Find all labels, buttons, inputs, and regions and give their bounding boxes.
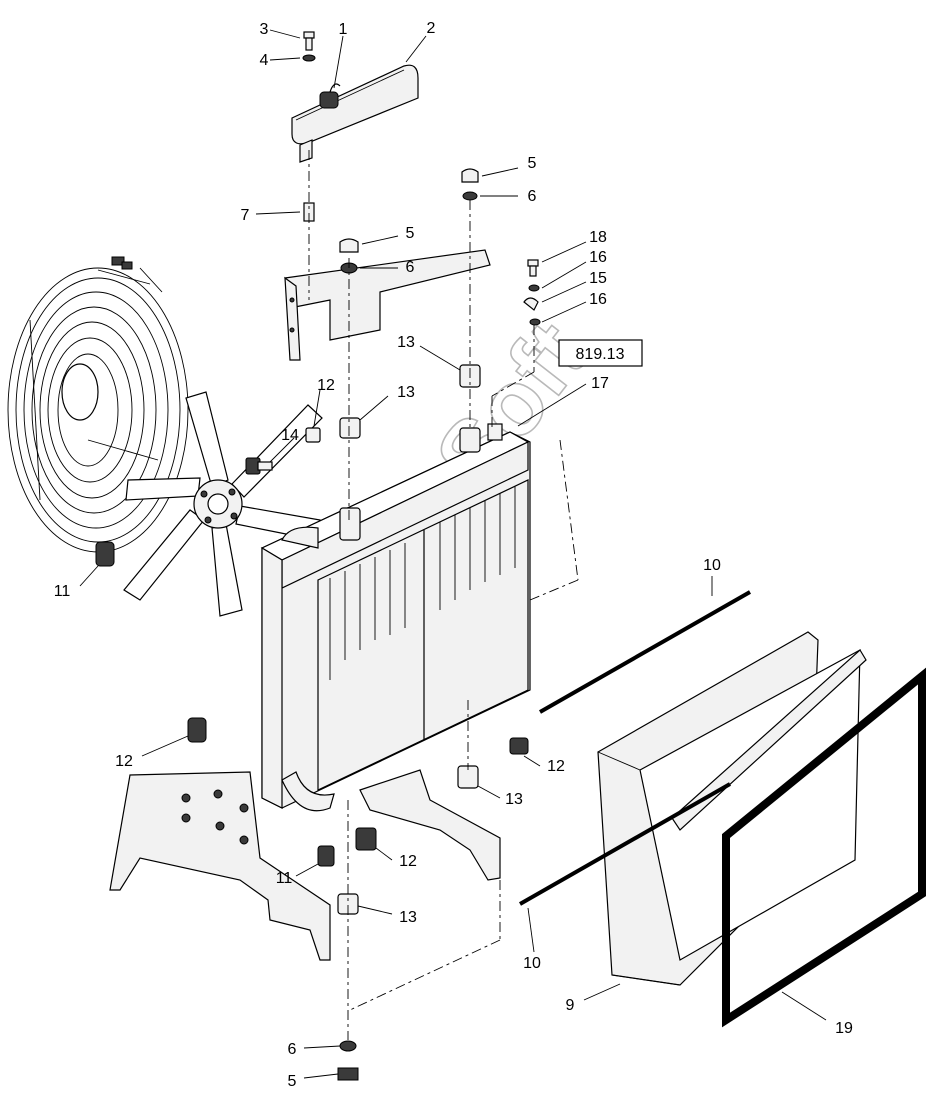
label-12: 12 [115, 753, 133, 770]
label-15: 15 [589, 270, 607, 287]
label-6: 6 [406, 259, 415, 276]
washer-6-bottom [339, 1040, 357, 1052]
top-bracket [284, 249, 491, 361]
plug-11-left [95, 541, 115, 567]
label-6: 6 [288, 1041, 297, 1058]
label-5: 5 [406, 225, 415, 242]
reference-box-text: 819.13 [576, 346, 625, 363]
label-10: 10 [703, 557, 721, 574]
washer-4 [302, 54, 316, 62]
seal-strip-10-lower [519, 782, 731, 906]
centerlines [308, 150, 579, 1040]
fan-guard [7, 256, 189, 553]
label-5: 5 [528, 155, 537, 172]
fan-shroud [597, 631, 867, 986]
label-16: 16 [589, 249, 607, 266]
leader-lines [79, 29, 827, 1079]
label-14: 14 [281, 427, 299, 444]
base-bracket [109, 769, 501, 961]
label-11: 11 [276, 870, 293, 887]
seal-strip-10-upper [539, 590, 751, 714]
mount-13-upper-left [339, 417, 361, 439]
label-12: 12 [547, 758, 565, 775]
plug-12-right [509, 737, 529, 755]
radiator [260, 423, 531, 812]
label-2: 2 [427, 20, 436, 37]
label-17: 17 [591, 375, 609, 392]
bleed-screw-parts [523, 259, 541, 326]
plug-12-upper [305, 427, 321, 443]
label-19: 19 [835, 1020, 853, 1037]
label-5: 5 [288, 1073, 297, 1090]
label-18: 18 [589, 229, 607, 246]
label-6: 6 [528, 188, 537, 205]
bolt-3 [303, 31, 315, 51]
label-13: 13 [505, 791, 523, 808]
nut-5-bottom [337, 1067, 359, 1081]
label-12: 12 [399, 853, 417, 870]
label-3: 3 [260, 21, 269, 38]
reference-box: 819.13 [558, 339, 643, 367]
label-11: 11 [54, 583, 71, 600]
plug-12-left [187, 717, 207, 743]
plug-12-lower [355, 827, 377, 851]
label-10: 10 [523, 955, 541, 972]
label-7: 7 [241, 207, 250, 224]
label-4: 4 [260, 52, 269, 69]
label-13: 13 [397, 384, 415, 401]
label-12: 12 [317, 377, 335, 394]
part-labels: 1 2 3 4 5 6 7 5 6 18 16 15 16 13 17 12 1… [54, 20, 853, 1090]
plug-11-lower [317, 845, 335, 867]
fitting-14 [245, 457, 273, 475]
label-9: 9 [566, 997, 575, 1014]
gasket-19 [722, 667, 926, 1028]
expansion-tank [291, 64, 419, 163]
label-13: 13 [399, 909, 417, 926]
label-13: 13 [397, 334, 415, 351]
label-1: 1 [339, 21, 348, 38]
label-16: 16 [589, 291, 607, 308]
